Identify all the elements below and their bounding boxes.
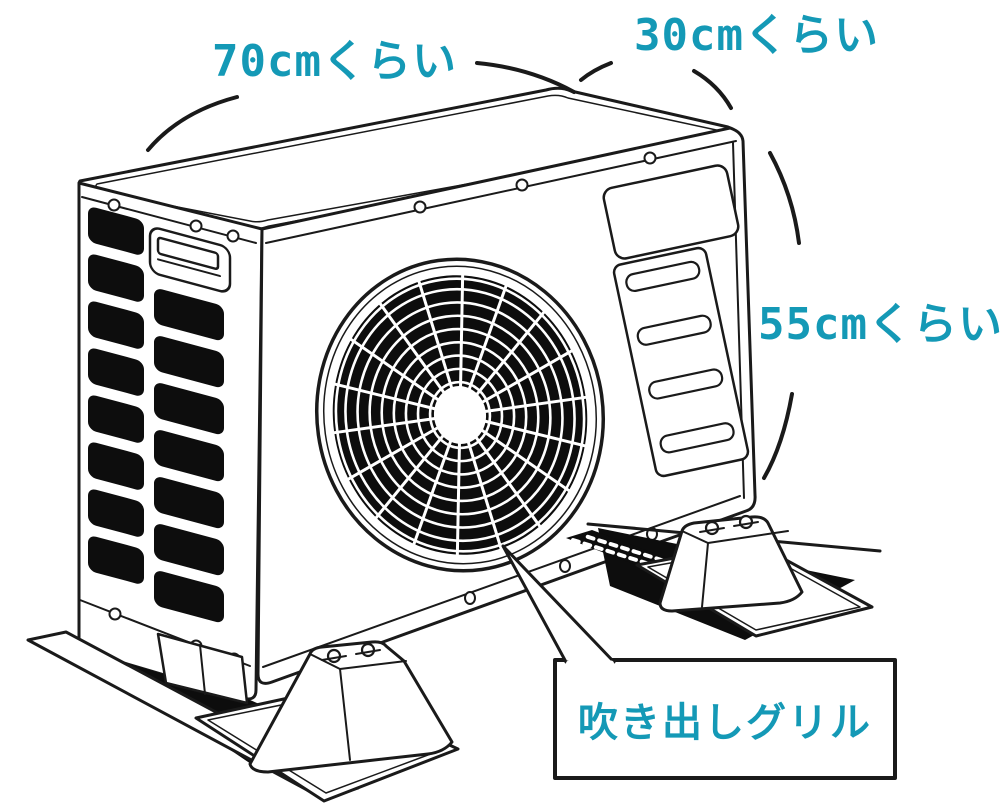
front-foot	[194, 640, 460, 803]
louver-panel	[612, 246, 750, 478]
fan-grille	[314, 257, 606, 573]
width-dimension-label: 70cmくらい	[212, 36, 457, 87]
dimension-arcs	[146, 61, 801, 480]
side-vent-panel	[77, 181, 264, 701]
dimension-arc-depth-left	[579, 61, 613, 82]
foot-bolts-front	[321, 642, 381, 664]
dimension-arc-width-right	[475, 61, 576, 94]
screws-left-top	[107, 198, 240, 243]
screws-front-top	[413, 151, 657, 214]
vent-slots	[88, 207, 232, 623]
foot-bolts-rear	[699, 514, 759, 536]
dimension-arc-depth-right	[692, 69, 733, 110]
height-dimension-label: 55cmくらい	[758, 299, 1000, 350]
carry-handle	[148, 227, 232, 293]
dimension-arc-height-bottom	[762, 392, 794, 480]
callout-box	[501, 544, 897, 780]
dimension-arc-width-left	[146, 95, 239, 152]
blowout-grille-label: 吹き出しグリル	[578, 700, 872, 746]
fan-web	[332, 273, 588, 557]
depth-dimension-label: 30cmくらい	[634, 10, 879, 61]
dimension-arc-height-top	[768, 151, 801, 245]
service-panel	[602, 164, 740, 260]
rear-foot	[635, 514, 874, 638]
